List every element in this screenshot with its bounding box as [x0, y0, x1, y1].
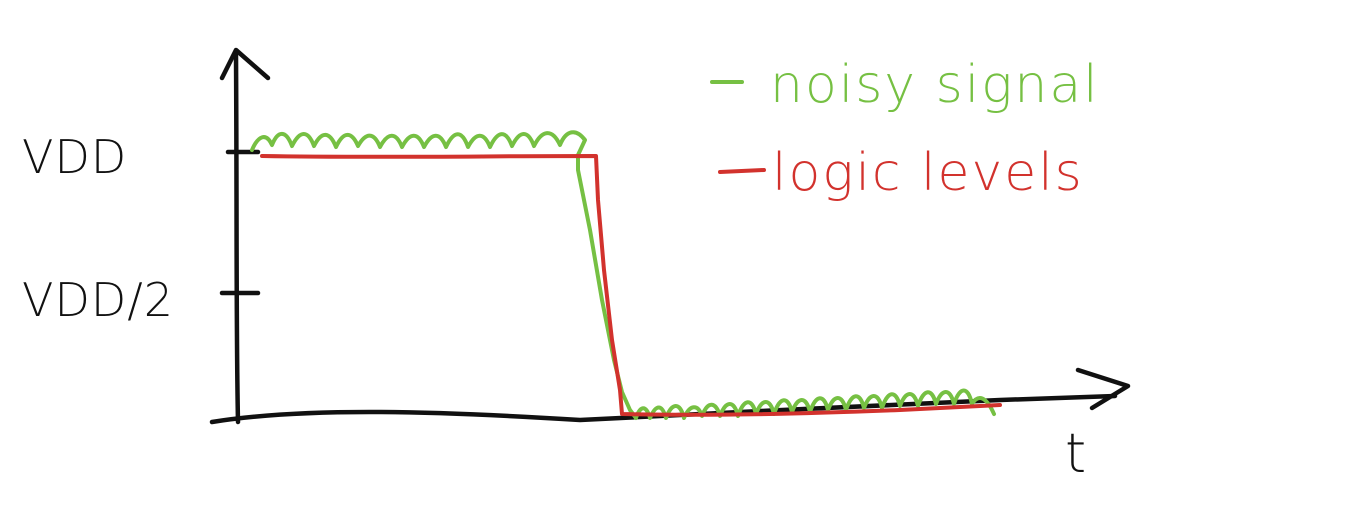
y-axis — [233, 52, 241, 425]
y-tick-label-vdd: VDD — [22, 130, 127, 184]
y-axis-arrowhead — [219, 47, 271, 81]
noisy-signal-curve — [250, 130, 996, 420]
legend-label-noisy-signal: noisy signal — [770, 55, 1100, 115]
legend-label-logic-levels: logic levels — [772, 143, 1084, 203]
legend-dash-logic-levels — [718, 168, 766, 174]
legend: noisy signal logic levels — [710, 55, 1100, 203]
y-tick-label-vdd-half: VDD/2 — [22, 273, 174, 327]
x-axis-label: t — [1065, 422, 1087, 485]
x-axis-arrowhead — [1075, 367, 1131, 411]
logic-levels-curve — [260, 154, 1002, 417]
